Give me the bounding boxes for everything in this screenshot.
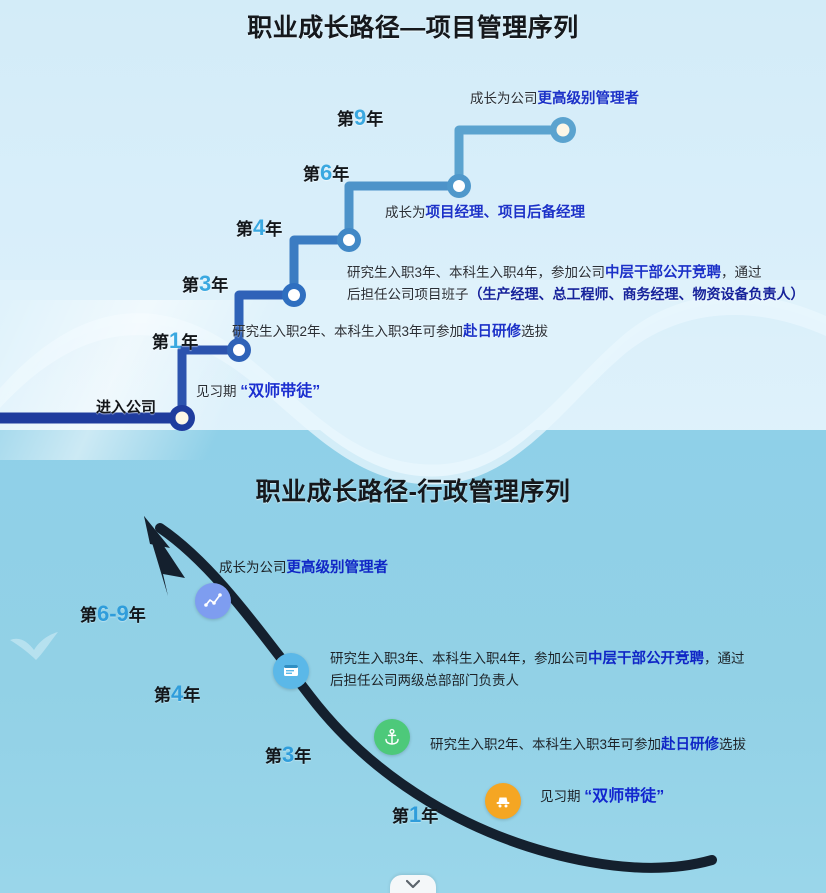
note-japan-bold: 赴日研修 (661, 737, 720, 753)
year-prefix: 第 (152, 333, 169, 352)
note-mid-bold: 中层干部公开竞聘 (605, 265, 722, 281)
year-suffix: 年 (294, 747, 312, 766)
year-prefix: 第 (337, 110, 354, 129)
entry-label: 进入公司 (96, 399, 157, 416)
year-suffix: 年 (265, 220, 283, 239)
year-label-3: 第3年 (265, 742, 311, 768)
note-mid-post: ，通过 (721, 265, 762, 280)
note-japan-bold: 赴日研修 (463, 324, 522, 340)
seagull-icon (10, 632, 58, 660)
note-mid-management: 研究生入职3年、本科生入职4年，参加公司中层干部公开竞聘，通过 后担任公司两级总… (330, 648, 745, 691)
note-japan-post: 选拔 (521, 324, 549, 339)
year-label-6: 第6年 (303, 160, 349, 186)
year-number: 4 (253, 215, 266, 240)
note-japan-training: 研究生入职2年、本科生入职3年可参加赴日研修选拔 (232, 321, 548, 343)
note-senior-management: 成长为公司更高级别管理者 (219, 557, 388, 579)
note-mid-post: ，通过 (704, 651, 745, 666)
year-prefix: 第 (392, 807, 409, 826)
note-pm-bold: 项目经理、项目后备经理 (425, 205, 586, 221)
administrative-management-curve-path (144, 516, 717, 873)
note-mid-line2-pre: 后担任公司项目班子 (347, 287, 469, 302)
note-probation-plain: 见习期 (540, 789, 581, 804)
note-mid-line2: 后担任公司项目班子（生产经理、总工程师、商务经理、物资设备负责人） (347, 284, 805, 305)
note-mid-bold: 中层干部公开竞聘 (588, 651, 705, 667)
note-mid-pre: 研究生入职3年、本科生入职4年，参加公司 (347, 265, 606, 280)
year-label-9: 第9年 (337, 105, 383, 131)
year-prefix: 第 (236, 220, 253, 239)
note-probation-quoted: “双师带徒” (240, 383, 321, 400)
note-mid-line1: 研究生入职3年、本科生入职4年，参加公司中层干部公开竞聘，通过 (347, 262, 805, 284)
year-label-4: 第4年 (154, 681, 200, 707)
note-mid-pre: 研究生入职3年、本科生入职4年，参加公司 (330, 651, 589, 666)
growth-chart-icon (195, 583, 231, 619)
year-label-4: 第4年 (236, 215, 282, 241)
note-mid-management: 研究生入职3年、本科生入职4年，参加公司中层干部公开竞聘，通过 后担任公司项目班… (347, 262, 805, 305)
chevron-down-icon (406, 879, 420, 889)
year-suffix: 年 (332, 165, 350, 184)
year-suffix: 年 (181, 333, 199, 352)
note-top-pre: 成长为公司 (470, 91, 538, 106)
note-japan-pre: 研究生入职2年、本科生入职3年可参加 (430, 737, 662, 752)
year-prefix: 第 (154, 686, 171, 705)
project-management-stair-path (0, 117, 576, 431)
note-mid-line2-paren: （生产经理、总工程师、商务经理、物资设备负责人） (468, 286, 805, 302)
year-number: 1 (409, 802, 422, 827)
note-probation: 见习期 “双师带徒” (196, 381, 320, 402)
note-probation-plain: 见习期 (196, 384, 237, 399)
note-top-pre: 成长为公司 (219, 560, 287, 575)
anchor-icon (374, 719, 410, 755)
year-label-6-9: 第6-9年 (80, 601, 146, 627)
year-number: 6 (320, 160, 333, 185)
year-suffix: 年 (366, 110, 384, 129)
year-number: 1 (169, 328, 182, 353)
year-suffix: 年 (183, 686, 201, 705)
note-mid-line2: 后担任公司两级总部部门负责人 (330, 673, 519, 688)
year-number: 9 (354, 105, 367, 130)
year-suffix: 年 (211, 276, 229, 295)
year-suffix: 年 (421, 807, 439, 826)
window-board-icon (273, 653, 309, 689)
note-top-bold: 更高级别管理者 (537, 91, 640, 107)
note-top-bold: 更高级别管理者 (286, 560, 389, 576)
section2-title: 职业成长路径-行政管理序列 (255, 478, 571, 506)
year-label-1: 第1年 (152, 328, 198, 354)
year-prefix: 第 (303, 165, 320, 184)
year-number: 3 (199, 271, 212, 296)
note-japan-training: 研究生入职2年、本科生入职3年可参加赴日研修选拔 (430, 734, 746, 756)
note-probation-quoted: “双师带徒” (584, 788, 665, 805)
year-number: 3 (282, 742, 295, 767)
note-project-manager: 成长为项目经理、项目后备经理 (385, 202, 585, 224)
note-japan-post: 选拔 (719, 737, 747, 752)
year-prefix: 第 (182, 276, 199, 295)
year-prefix: 第 (80, 606, 97, 625)
year-number: 6-9 (97, 601, 129, 626)
note-probation: 见习期 “双师带徒” (540, 786, 664, 807)
year-suffix: 年 (128, 606, 146, 625)
year-prefix: 第 (265, 747, 282, 766)
year-label-1: 第1年 (392, 802, 438, 828)
note-japan-pre: 研究生入职2年、本科生入职3年可参加 (232, 324, 464, 339)
background-bottom-sea (0, 430, 826, 893)
year-label-3: 第3年 (182, 271, 228, 297)
section1-title: 职业成长路径—项目管理序列 (247, 14, 579, 42)
scroll-down-button[interactable] (390, 875, 436, 893)
year-number: 4 (171, 681, 184, 706)
note-pm-pre: 成长为 (385, 205, 426, 220)
note-mid-line1: 研究生入职3年、本科生入职4年，参加公司中层干部公开竞聘，通过 (330, 648, 745, 670)
cart-icon (485, 783, 521, 819)
note-senior-management: 成长为公司更高级别管理者 (470, 88, 639, 110)
